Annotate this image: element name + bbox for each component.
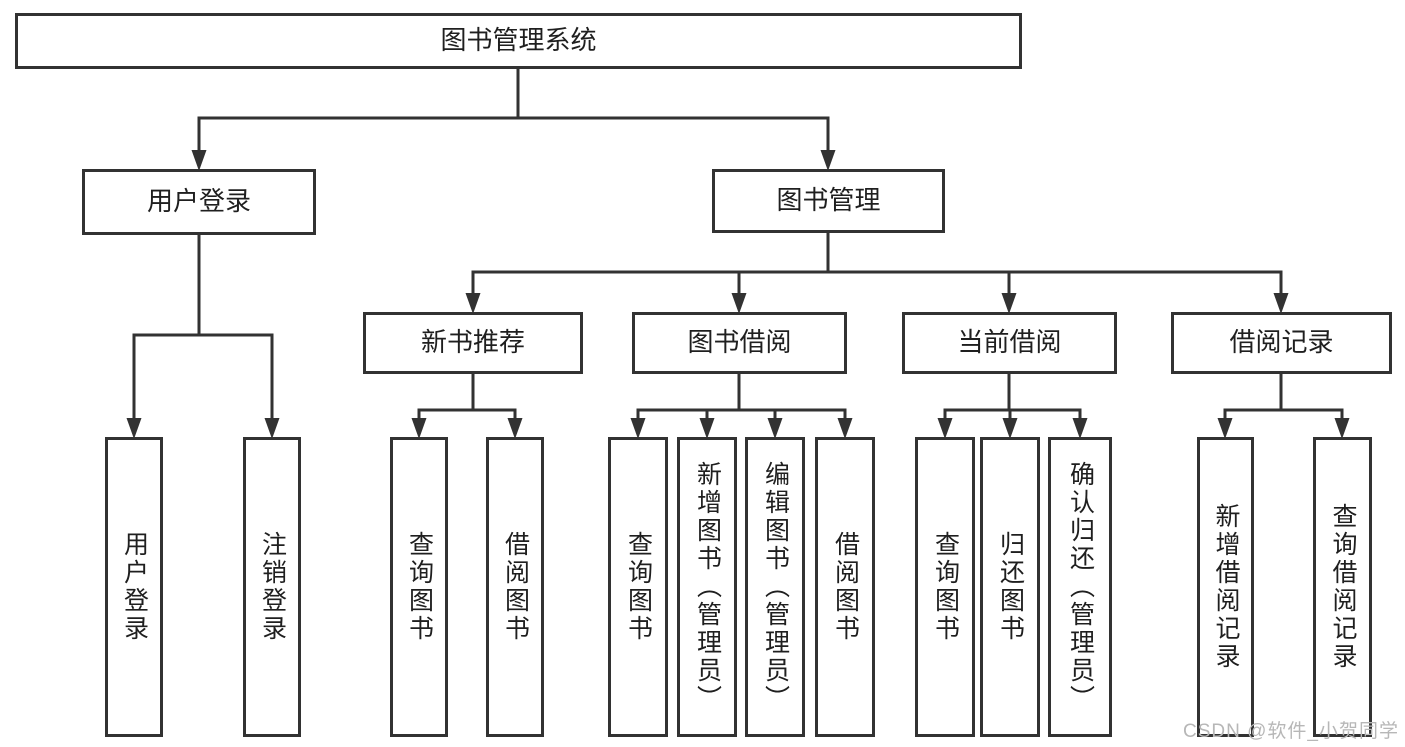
node-user-login: 用户登录 [82, 169, 316, 235]
connector-user-login [126, 235, 280, 439]
leaf-query-books-recommend: 查询图书 [390, 437, 448, 737]
leaf-query-books-current: 查询图书 [915, 437, 975, 737]
node-borrowing-records: 借阅记录 [1171, 312, 1392, 374]
node-new-book-recommendation: 新书推荐 [363, 312, 583, 374]
leaf-borrow-books: 借阅图书 [815, 437, 875, 737]
connector-book-borrowing [630, 374, 853, 439]
connector-borrowing-records [1217, 374, 1350, 439]
leaf-add-borrow-record: 新增借阅记录 [1197, 437, 1254, 737]
leaf-edit-book-admin: 编辑图书（管理员） [745, 437, 805, 737]
leaf-return-books: 归还图书 [980, 437, 1040, 737]
leaf-query-borrow-record: 查询借阅记录 [1313, 437, 1372, 737]
connector-current-borrowing [937, 374, 1088, 439]
leaf-add-book-admin: 新增图书（管理员） [677, 437, 737, 737]
connector-new-book-recommendation [411, 374, 523, 439]
leaf-logout: 注销登录 [243, 437, 301, 737]
node-current-borrowing: 当前借阅 [902, 312, 1117, 374]
node-book-borrowing: 图书借阅 [632, 312, 847, 374]
leaf-confirm-return-admin: 确认归还（管理员） [1048, 437, 1112, 737]
leaf-borrow-books-recommend: 借阅图书 [486, 437, 544, 737]
node-book-management: 图书管理 [712, 169, 945, 233]
leaf-query-books-borrow: 查询图书 [608, 437, 668, 737]
connector-book-management [465, 233, 1289, 314]
csdn-watermark: CSDN @软件_小贺同学 [1183, 721, 1399, 742]
leaf-user-login: 用户登录 [105, 437, 163, 737]
connector-root [191, 69, 836, 171]
node-library-management-system: 图书管理系统 [15, 13, 1022, 69]
